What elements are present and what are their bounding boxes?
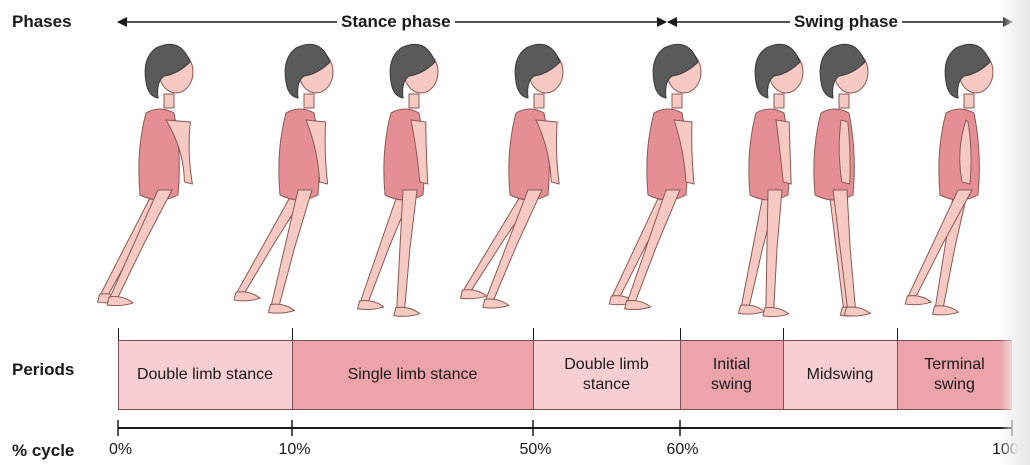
leading-foot: [483, 299, 509, 308]
period-divider-tick: [533, 328, 534, 340]
neck: [409, 94, 419, 108]
period-divider-tick: [118, 328, 119, 340]
page-edge-shadow: [1000, 0, 1030, 465]
trailing-foot: [460, 290, 486, 299]
leading-foot: [268, 304, 294, 313]
leading-foot: [844, 307, 870, 316]
walking-figures: [0, 0, 1030, 330]
periods-bar-frame: [118, 340, 1012, 410]
leading-foot: [625, 300, 651, 309]
body-suit: [939, 109, 979, 200]
neck: [774, 94, 784, 108]
walking-figure: [460, 44, 563, 308]
walking-figure: [98, 44, 193, 305]
trailing-foot: [234, 292, 260, 301]
cycle-row-label: % cycle: [12, 441, 74, 461]
cycle-tick-label: 60%: [667, 441, 699, 459]
period-divider-tick: [292, 328, 293, 340]
walking-figure: [358, 44, 438, 316]
arm: [839, 120, 850, 184]
cycle-axis: [0, 418, 1030, 442]
walking-figure: [234, 44, 333, 313]
period-divider-tick: [897, 328, 898, 340]
neck: [672, 94, 682, 108]
cycle-tick-label: 10%: [279, 441, 311, 459]
trailing-foot: [738, 305, 764, 314]
walking-figure: [905, 44, 993, 315]
period-divider-tick: [783, 328, 784, 340]
period-divider-tick: [680, 328, 681, 340]
walking-figure: [738, 44, 803, 316]
cycle-tick-label: 50%: [520, 441, 552, 459]
leading-foot: [107, 297, 133, 306]
trailing-foot: [933, 306, 959, 315]
cycle-tick-label: 0%: [109, 441, 132, 459]
neck: [164, 94, 174, 108]
leading-foot: [763, 308, 789, 317]
periods-row-label: Periods: [12, 360, 74, 380]
neck: [839, 94, 849, 108]
leading-leg: [110, 190, 172, 297]
leading-leg: [766, 190, 782, 308]
neck: [964, 94, 974, 108]
leading-foot: [905, 296, 931, 305]
walking-figure: [814, 44, 870, 316]
walking-figure: [609, 44, 701, 309]
trailing-foot: [358, 300, 384, 309]
neck: [534, 94, 544, 108]
neck: [304, 94, 314, 108]
leading-foot: [394, 307, 420, 316]
